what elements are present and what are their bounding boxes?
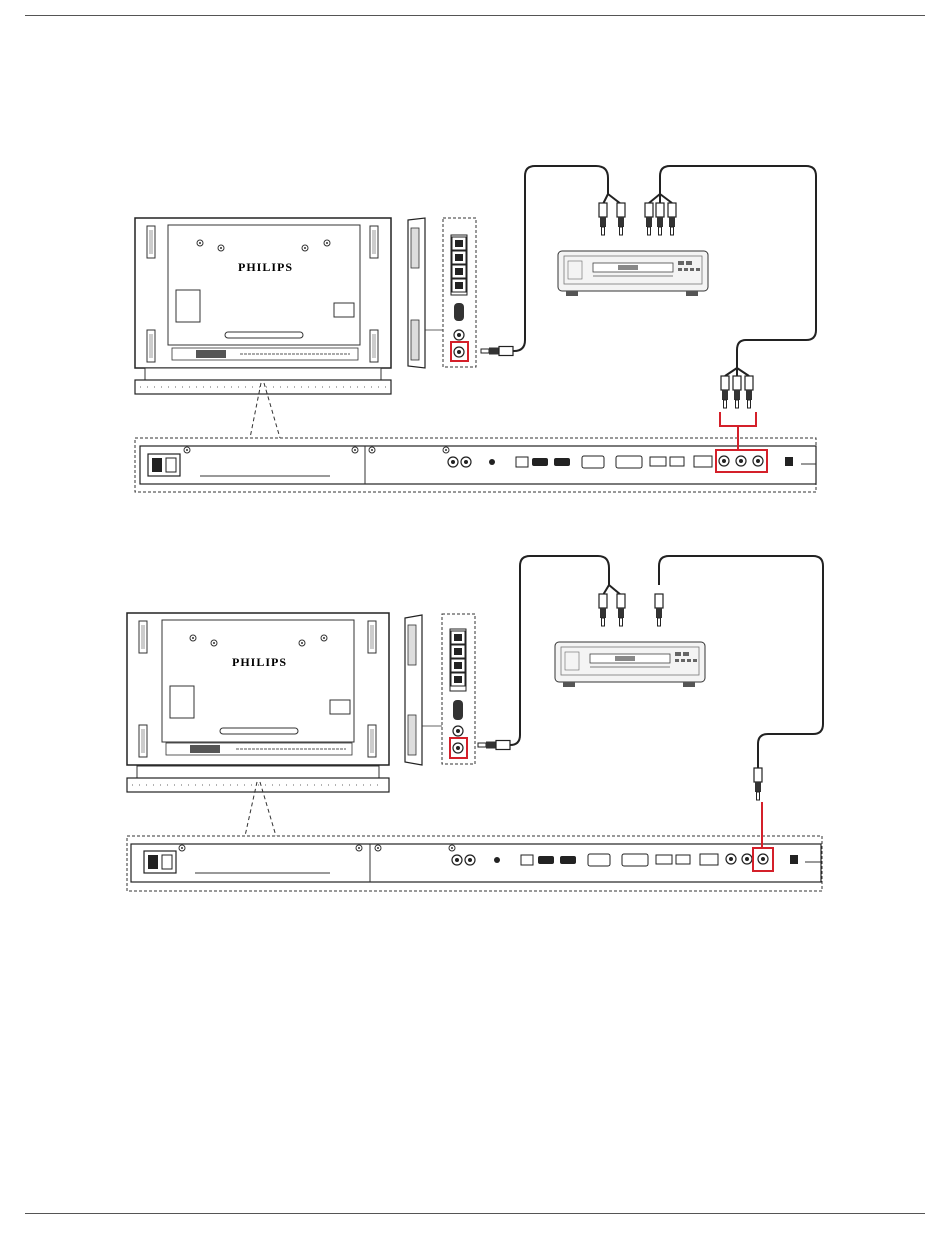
- display-rear-icon: PHILIPS: [135, 218, 391, 394]
- connection-indicator: [720, 412, 756, 450]
- display-side-icon: [408, 218, 476, 368]
- display-rear-icon: PHILIPS: [127, 613, 389, 792]
- diagram-1: PHILIPS: [135, 166, 816, 492]
- rear-io-panel-icon: [135, 383, 816, 492]
- diagram-2: PHILIPS: [127, 556, 823, 891]
- display-side-icon: [405, 614, 475, 765]
- dvd-player-icon: [558, 251, 708, 296]
- dvd-player-icon: [555, 642, 705, 687]
- rear-io-panel-icon: [127, 782, 822, 891]
- brand-label: PHILIPS: [238, 260, 293, 274]
- brand-label: PHILIPS: [232, 655, 287, 669]
